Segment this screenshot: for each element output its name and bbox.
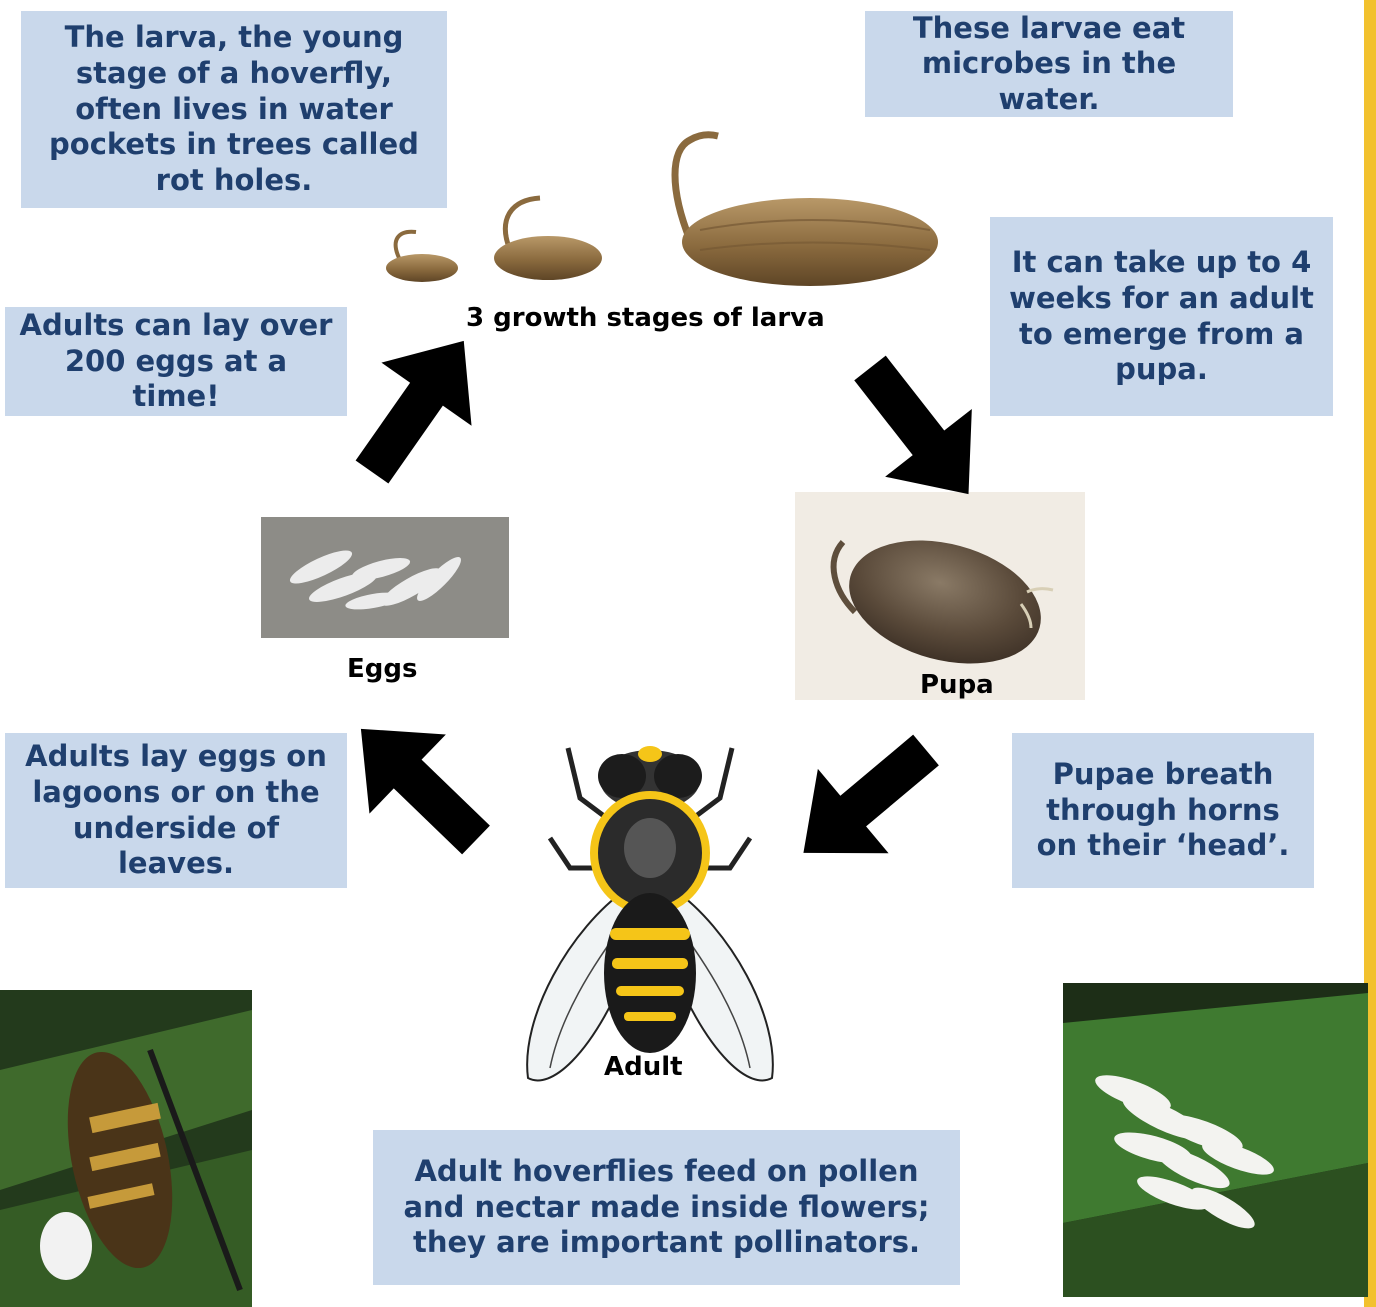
arrow-adult-to-eggs	[0, 0, 1376, 1307]
